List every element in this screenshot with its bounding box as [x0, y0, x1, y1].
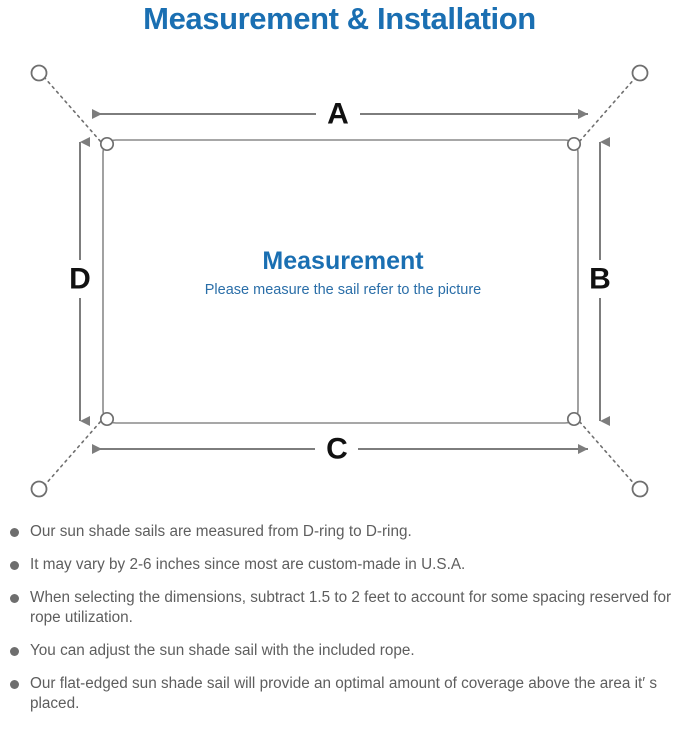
list-item: Our flat-edged sun shade sail will provi… [0, 674, 679, 714]
d-ring-top-right [566, 136, 582, 152]
notes-list: Our sun shade sails are measured from D-… [0, 522, 679, 727]
note-text: Our sun shade sails are measured from D-… [30, 523, 412, 540]
rope-bottom-left [43, 420, 102, 487]
bullet-icon [10, 561, 19, 570]
bullet-icon [10, 528, 19, 537]
dimension-c: C [92, 433, 588, 466]
list-item: You can adjust the sun shade sail with t… [0, 641, 679, 661]
anchor-ring-top-right [631, 64, 649, 82]
note-text: You can adjust the sun shade sail with t… [30, 642, 415, 659]
bullet-icon [10, 680, 19, 689]
rope-lines [43, 76, 637, 487]
d-ring-top-left [99, 136, 115, 152]
bullet-icon [10, 594, 19, 603]
dimension-a: A [92, 98, 588, 131]
sail-shape [102, 139, 579, 424]
dimension-label-d: D [69, 263, 91, 296]
rope-top-right [578, 76, 637, 143]
d-ring-bottom-left [99, 411, 115, 427]
anchor-rings [30, 64, 649, 498]
rope-bottom-right [578, 420, 637, 487]
d-ring-bottom-right [566, 411, 582, 427]
dimension-b: B [589, 137, 611, 426]
list-item: Our sun shade sails are measured from D-… [0, 522, 679, 542]
dimension-label-a: A [327, 98, 349, 131]
page-title: Measurement & Installation [143, 1, 536, 36]
dimension-label-b: B [589, 263, 611, 296]
list-item: It may vary by 2-6 inches since most are… [0, 555, 679, 575]
dimension-label-c: C [326, 433, 348, 466]
d-rings [99, 136, 582, 427]
center-subtitle: Please measure the sail refer to the pic… [205, 282, 481, 298]
bullet-icon [10, 647, 19, 656]
note-text: Our flat-edged sun shade sail will provi… [30, 675, 658, 712]
list-item: When selecting the dimensions, subtract … [0, 588, 679, 628]
anchor-ring-top-left [30, 64, 48, 82]
rope-top-left [43, 76, 102, 143]
center-title: Measurement [262, 247, 424, 275]
measurement-diagram: A C D B Measurement Please measure the s… [30, 64, 649, 498]
dimension-d: D [69, 137, 91, 426]
anchor-ring-bottom-right [631, 480, 649, 498]
anchor-ring-bottom-left [30, 480, 48, 498]
note-text: It may vary by 2-6 inches since most are… [30, 556, 466, 573]
note-text: When selecting the dimensions, subtract … [30, 589, 672, 626]
